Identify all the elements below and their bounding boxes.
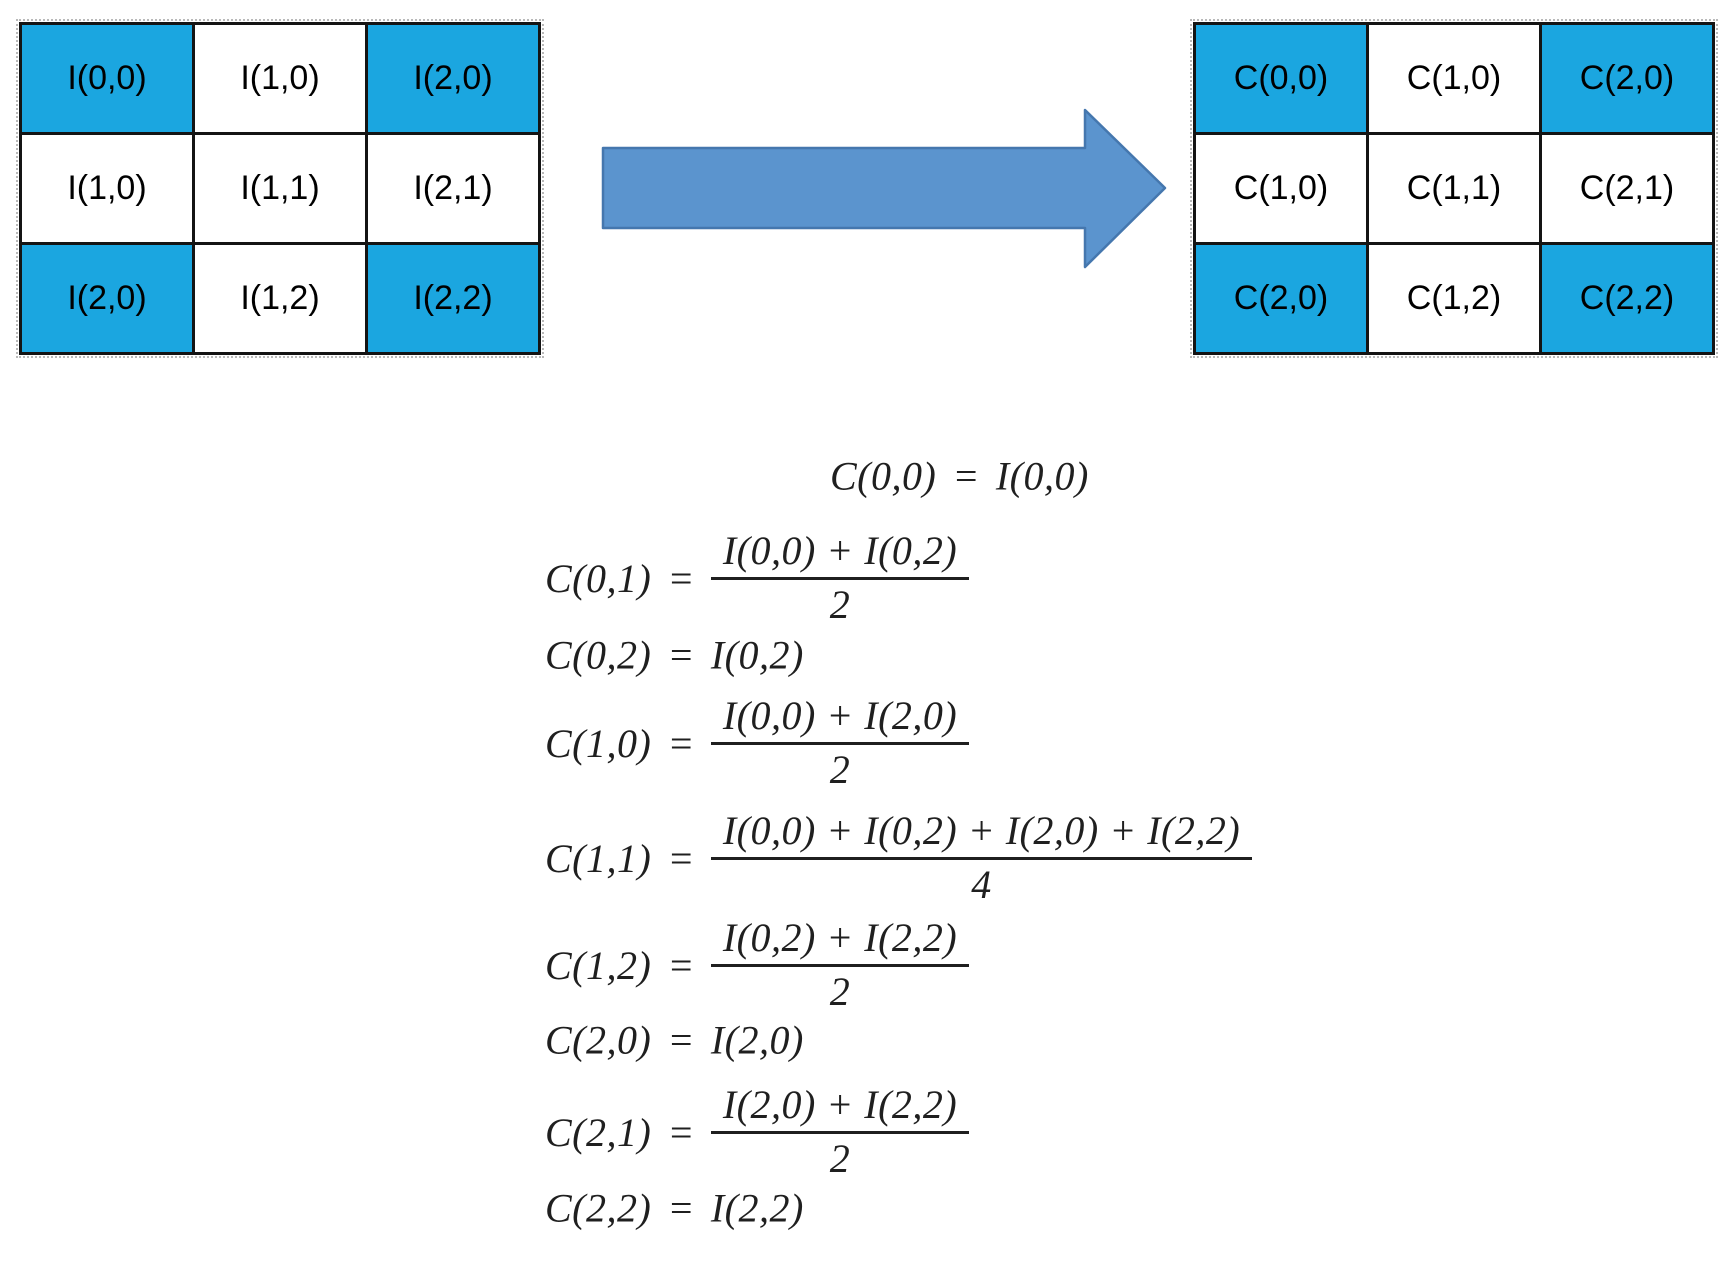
equation-c12: C(1,2) = I(0,2) + I(2,2) 2 [545,917,970,1014]
matrix-cell: C(0,0) [1193,22,1369,135]
fraction-denominator: 4 [971,862,992,907]
equation-lhs: C(2,2) [545,1185,652,1231]
matrix-row: C(0,0) C(1,0) C(2,0) [1193,22,1715,135]
equals-sign: = [667,720,695,766]
fraction: I(0,2) + I(2,2) 2 [710,917,970,1014]
equation-lhs: C(0,2) [545,632,652,678]
matrix-cell: C(2,0) [1539,22,1715,135]
equation-c22: C(2,2) = I(2,2) [545,1185,804,1232]
equation-lhs: C(0,1) [545,555,652,601]
equation-rhs: I(2,2) [710,1185,804,1231]
equals-sign: = [952,453,980,499]
equation-lhs: C(0,0) [830,453,937,499]
fraction-denominator: 2 [829,969,851,1014]
matrix-cell: C(1,2) [1366,242,1542,355]
matrix-row: C(1,0) C(1,1) C(2,1) [1193,132,1715,245]
matrix-cell: C(2,2) [1539,242,1715,355]
equals-sign: = [667,555,695,601]
fraction-denominator: 2 [829,1136,851,1181]
matrix-cell: C(2,1) [1539,132,1715,245]
equation-c01: C(0,1) = I(0,0) + I(0,2) 2 [545,530,970,627]
fraction-numerator: I(2,0) + I(2,2) [710,1084,970,1134]
fraction: I(0,0) + I(0,2) 2 [710,530,970,627]
equation-lhs: C(1,1) [545,835,652,881]
equation-lhs: C(1,0) [545,720,652,766]
transform-arrow [601,108,1167,269]
matrix-cell: C(1,0) [1366,22,1542,135]
fraction-numerator: I(0,0) + I(2,0) [710,695,970,745]
equals-sign: = [667,1185,695,1231]
equation-rhs: I(0,0) [995,453,1089,499]
equation-c20: C(2,0) = I(2,0) [545,1017,804,1064]
fraction-denominator: 2 [829,582,851,627]
equation-rhs: I(2,0) [710,1017,804,1063]
equals-sign: = [667,1017,695,1063]
matrix-cell: I(1,2) [192,242,368,355]
equals-sign: = [667,632,695,678]
matrix-cell: I(2,1) [365,132,541,245]
input-matrix: I(0,0) I(1,0) I(2,0) I(1,0) I(1,1) I(2,1… [16,19,544,358]
matrix-row: C(2,0) C(1,2) C(2,2) [1193,242,1715,355]
matrix-row: I(2,0) I(1,2) I(2,2) [19,242,541,355]
matrix-cell: I(2,2) [365,242,541,355]
equation-c00: C(0,0) = I(0,0) [830,453,1089,500]
equation-c21: C(2,1) = I(2,0) + I(2,2) 2 [545,1084,970,1181]
fraction: I(2,0) + I(2,2) 2 [710,1084,970,1181]
equation-c02: C(0,2) = I(0,2) [545,632,804,679]
equals-sign: = [667,835,695,881]
matrix-row: I(1,0) I(1,1) I(2,1) [19,132,541,245]
fraction-denominator: 2 [829,747,851,792]
right-arrow-icon [601,108,1167,269]
equals-sign: = [667,942,695,988]
matrix-row: I(0,0) I(1,0) I(2,0) [19,22,541,135]
matrix-cell: C(2,0) [1193,242,1369,355]
equation-lhs: C(2,0) [545,1017,652,1063]
fraction: I(0,0) + I(0,2) + I(2,0) + I(2,2) 4 [710,810,1253,907]
equation-lhs: C(1,2) [545,942,652,988]
matrix-cell: I(1,1) [192,132,368,245]
matrix-cell: I(2,0) [365,22,541,135]
matrix-cell: I(0,0) [19,22,195,135]
equation-rhs: I(0,2) [710,632,804,678]
equals-sign: = [667,1109,695,1155]
equation-lhs: C(2,1) [545,1109,652,1155]
fraction: I(0,0) + I(2,0) 2 [710,695,970,792]
equation-c11: C(1,1) = I(0,0) + I(0,2) + I(2,0) + I(2,… [545,810,1253,907]
output-matrix: C(0,0) C(1,0) C(2,0) C(1,0) C(1,1) C(2,1… [1190,19,1718,358]
matrix-cell: I(2,0) [19,242,195,355]
matrix-cell: I(1,0) [192,22,368,135]
equation-c10: C(1,0) = I(0,0) + I(2,0) 2 [545,695,970,792]
matrix-cell: I(1,0) [19,132,195,245]
matrix-cell: C(1,0) [1193,132,1369,245]
fraction-numerator: I(0,0) + I(0,2) + I(2,0) + I(2,2) [710,810,1253,860]
matrix-cell: C(1,1) [1366,132,1542,245]
fraction-numerator: I(0,2) + I(2,2) [710,917,970,967]
fraction-numerator: I(0,0) + I(0,2) [710,530,970,580]
